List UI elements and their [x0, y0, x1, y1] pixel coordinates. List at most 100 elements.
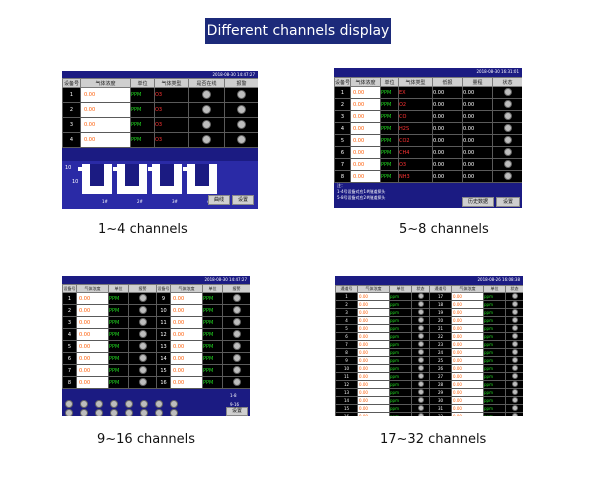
status-lamp-icon	[140, 400, 148, 408]
concentration-value: 0.00	[76, 340, 109, 353]
column-header: 报警	[128, 284, 157, 293]
unit-value: PPM	[380, 170, 399, 183]
status-lamp-strip	[65, 393, 225, 416]
range-value: 0.00	[462, 134, 493, 147]
concentration-value: 0.00	[76, 352, 109, 365]
title-bar: 2018-08-30 16:31:01	[334, 68, 522, 75]
column-header: 状态	[492, 77, 522, 87]
concentration-value: 0.00	[451, 412, 484, 416]
alarm-cell	[128, 328, 157, 341]
status-lamp-icon	[511, 405, 518, 411]
device-id: 15	[156, 364, 171, 377]
concentration-value: 0.00	[451, 396, 484, 405]
settings-button[interactable]: 设置	[232, 195, 254, 205]
status-lamp-icon	[417, 333, 424, 339]
status-lamp-icon	[138, 305, 147, 314]
channel-id: 9	[335, 356, 358, 365]
alarm-cell	[128, 364, 157, 377]
concentration-value: 0.00	[170, 292, 203, 305]
unit-value: ppm	[389, 412, 412, 416]
alarm-cell	[128, 304, 157, 317]
alarm-cell	[128, 316, 157, 329]
channel-id: 1	[335, 292, 358, 301]
range-value: 0.00	[462, 170, 493, 183]
channel-id: 19	[429, 308, 452, 317]
channel-id: 24	[429, 348, 452, 357]
status-cell	[411, 412, 430, 416]
concentration-value: 0.00	[350, 98, 381, 111]
timestamp: 2018-08-30 16:31:01	[476, 69, 519, 74]
device-id: 7	[62, 364, 77, 377]
device-id: 3	[62, 316, 77, 329]
unit-value: PPM	[108, 352, 129, 365]
gas-type: O3	[154, 117, 189, 133]
unit-value: ppm	[389, 292, 412, 301]
concentration-value: 0.00	[350, 170, 381, 183]
unit-value: PPM	[202, 376, 223, 389]
unit-value: ppm	[389, 380, 412, 389]
online-cell	[188, 102, 225, 118]
concentration-value: 0.00	[357, 356, 390, 365]
status-lamp-icon	[511, 357, 518, 363]
unit-value: PPM	[130, 117, 155, 133]
device-id: 9	[156, 292, 171, 305]
level-bar-fill	[125, 164, 139, 186]
curve-button[interactable]: 曲线	[208, 195, 230, 205]
unit-value: PPM	[202, 340, 223, 353]
concentration-value: 0.00	[357, 404, 390, 413]
unit-value: PPM	[130, 102, 155, 118]
device-id: 2	[334, 98, 351, 111]
unit-value: PPM	[108, 304, 129, 317]
status-lamp-icon	[138, 365, 147, 374]
column-header: 设备号	[156, 284, 171, 293]
status-cell	[411, 364, 430, 373]
column-header: 报警	[222, 284, 250, 293]
concentration-value: 0.00	[350, 158, 381, 171]
unit-value: ppm	[483, 388, 506, 397]
unit-value: PPM	[380, 158, 399, 171]
status-cell	[411, 388, 430, 397]
status-lamp-icon	[417, 293, 424, 299]
history-data-button[interactable]: 历史数据	[462, 197, 494, 207]
concentration-value: 0.00	[357, 308, 390, 317]
unit-value: PPM	[380, 134, 399, 147]
column-header: 气体类型	[154, 78, 189, 88]
status-lamp-icon	[138, 293, 147, 302]
screen-5-8-channels: 2018-08-30 16:31:01 设备号气体浓度单位气体类型低报量程状态 …	[334, 68, 522, 208]
y-tick-label: 10	[72, 179, 79, 185]
settings-button[interactable]: 设置	[226, 407, 248, 416]
unit-value: ppm	[483, 348, 506, 357]
channel-id: 6	[335, 332, 358, 341]
status-lamp-icon	[110, 409, 118, 416]
unit-value: ppm	[389, 396, 412, 405]
status-cell	[505, 380, 523, 389]
level-bar-fill	[160, 164, 174, 186]
unit-value: ppm	[483, 356, 506, 365]
device-id: 14	[156, 352, 171, 365]
status-cell	[505, 332, 523, 341]
status-lamp-icon	[232, 293, 241, 302]
status-lamp-icon	[110, 400, 118, 408]
concentration-value: 0.00	[357, 380, 390, 389]
concentration-value: 0.00	[451, 292, 484, 301]
channel-bar-label: 2#	[137, 199, 143, 204]
range-value: 0.00	[462, 146, 493, 159]
screen-1-4-channels: 2018-08-30 14:47:27 设备号气体浓度单位气体类型是否在线报警 …	[62, 71, 258, 209]
settings-button[interactable]: 设置	[496, 197, 520, 207]
device-id: 8	[334, 170, 351, 183]
unit-value: PPM	[130, 132, 155, 148]
column-header: 气体浓度	[80, 78, 131, 88]
concentration-value: 0.00	[357, 372, 390, 381]
status-cell	[505, 388, 523, 397]
status-lamp-icon	[503, 147, 512, 156]
